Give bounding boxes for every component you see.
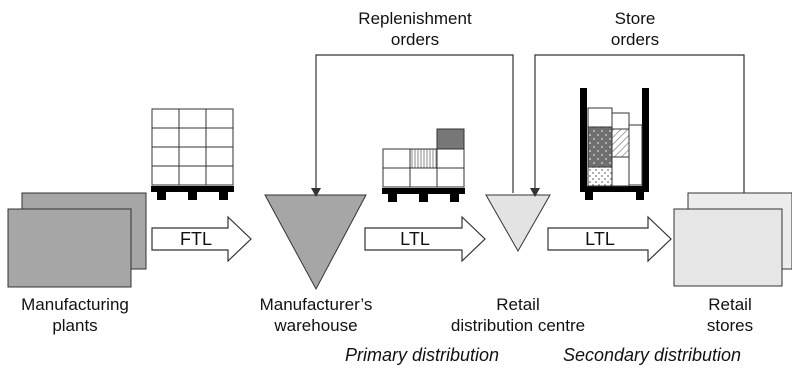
- retail-stores-line1: Retail: [708, 295, 752, 314]
- replenishment-orders-label: Replenishment orders: [340, 8, 490, 50]
- replenishment-orders-flow: [315, 54, 514, 193]
- retail-distribution-centre-line1: Retail: [496, 295, 540, 314]
- manufacturers-warehouse-line1: Manufacturer’s: [259, 295, 373, 314]
- manufacturing-plants-line1: Manufacturing: [21, 295, 129, 314]
- ftl-flow-arrow: [151, 215, 252, 263]
- manufacturing-plants-label: Manufacturing plants: [5, 294, 145, 336]
- store-orders-arrowhead-icon: [530, 188, 540, 197]
- ltl-flow-arrow-secondary: [547, 215, 672, 263]
- ltl-label-primary: LTL: [400, 229, 430, 249]
- store-orders-line2: orders: [610, 30, 660, 49]
- manufacturers-warehouse-icon: [264, 194, 367, 291]
- primary-distribution-label: Primary distribution: [344, 345, 500, 365]
- retail-stores-label: Retail stores: [690, 294, 770, 336]
- store-orders-label: Store orders: [580, 8, 690, 50]
- manufacturers-warehouse-line2: warehouse: [274, 316, 358, 335]
- manufacturing-plants-icon: [7, 192, 147, 288]
- retail-stores-line2: stores: [706, 316, 754, 335]
- ltl-pallet-icon: [382, 128, 465, 202]
- retail-distribution-centre-line2: distribution centre: [450, 316, 586, 335]
- store-orders-line1: Store: [614, 9, 656, 28]
- ltl-label-secondary: LTL: [585, 229, 615, 249]
- secondary-distribution-label: Secondary distribution: [562, 345, 742, 365]
- retail-distribution-centre-label: Retail distribution centre: [438, 294, 598, 336]
- retail-stores-icon: [673, 192, 792, 287]
- ltl-flow-arrow-primary: [364, 215, 486, 263]
- manufacturing-plants-line2: plants: [52, 316, 98, 335]
- replenishment-orders-line1: Replenishment: [358, 9, 472, 28]
- replenishment-arrowhead-icon: [311, 188, 321, 197]
- manufacturers-warehouse-label: Manufacturer’s warehouse: [236, 294, 396, 336]
- replenishment-orders-line2: orders: [390, 30, 440, 49]
- roll-cage-icon: [580, 88, 649, 200]
- retail-distribution-centre-icon: [485, 194, 551, 253]
- ftl-pallet-icon: [151, 108, 234, 200]
- store-orders-flow: [534, 54, 745, 193]
- ftl-label: FTL: [179, 229, 212, 249]
